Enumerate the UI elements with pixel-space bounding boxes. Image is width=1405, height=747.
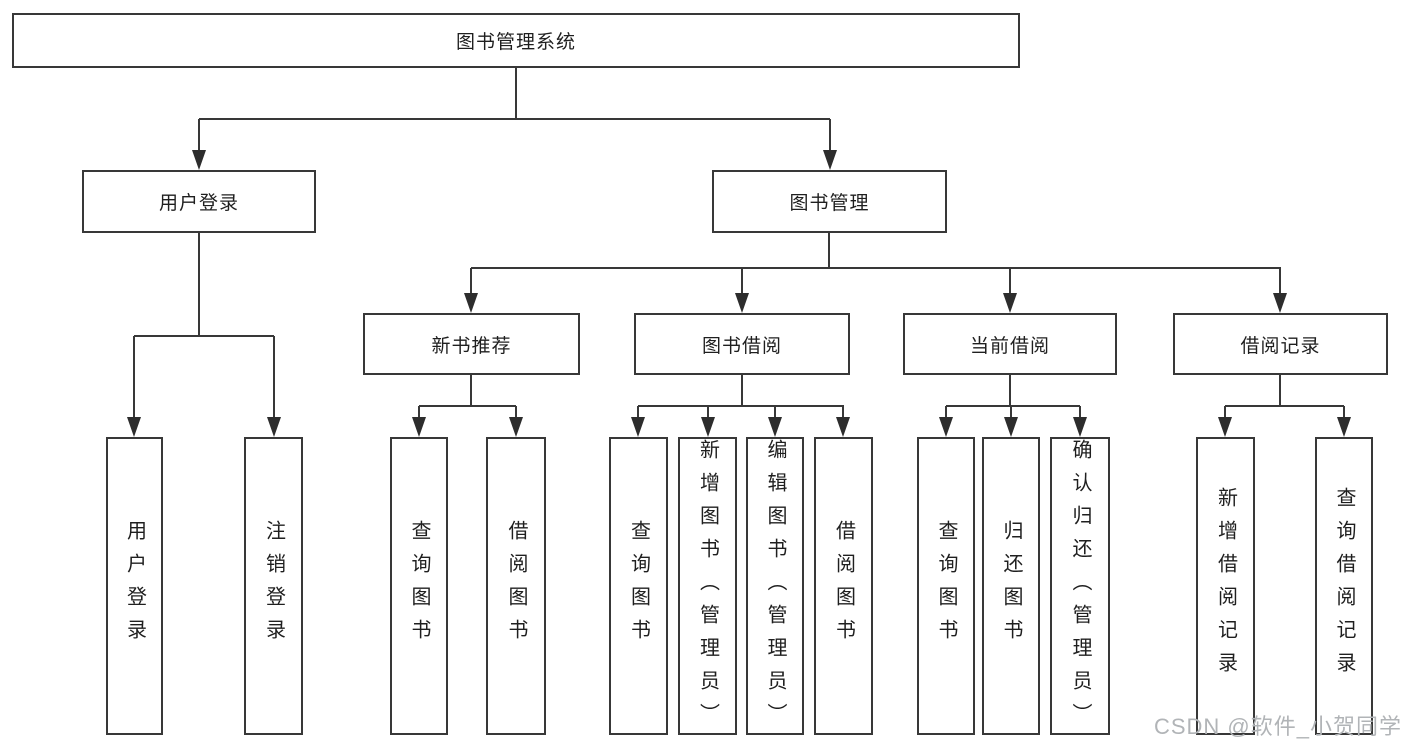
arrow-icon xyxy=(939,417,953,437)
leaf-newbook-query: 查询图书 xyxy=(390,437,448,735)
leaf-user-login-label: 用户登录 xyxy=(123,520,146,652)
leaf-newbook-query-label: 查询图书 xyxy=(408,520,430,652)
leaf-logout: 注销登录 xyxy=(244,437,303,735)
leaf-borrow-edit-admin-label: 编辑图书（管理员） xyxy=(764,439,786,736)
arrow-icon xyxy=(836,417,850,437)
edge-bookborrow-to-leaves xyxy=(637,375,844,420)
leaf-current-return: 归还图书 xyxy=(982,437,1040,735)
leaf-records-add: 新增借阅记录 xyxy=(1196,437,1255,735)
leaf-borrow-add-admin-label: 新增图书（管理员） xyxy=(696,439,719,736)
leaf-user-login: 用户登录 xyxy=(106,437,163,735)
arrow-icon xyxy=(631,417,645,437)
leaf-borrow-query-label: 查询图书 xyxy=(627,520,650,652)
edge-userlogin-to-leaves xyxy=(133,233,275,420)
node-new-book-recommend: 新书推荐 xyxy=(363,313,580,375)
leaf-newbook-borrow: 借阅图书 xyxy=(486,437,546,735)
node-user-login: 用户登录 xyxy=(82,170,316,233)
leaf-borrow-book: 借阅图书 xyxy=(814,437,873,735)
edge-root-to-level2 xyxy=(198,68,831,153)
arrow-icon xyxy=(509,417,523,437)
node-user-login-label: 用户登录 xyxy=(158,193,239,214)
arrow-icon xyxy=(735,293,749,313)
node-book-borrow: 图书借阅 xyxy=(634,313,850,375)
arrowheads xyxy=(127,150,1351,437)
edge-newbook-to-leaves xyxy=(418,375,517,420)
arrow-icon xyxy=(1004,417,1018,437)
arrow-icon xyxy=(1337,417,1351,437)
leaf-current-confirm-admin: 确认归还（管理员） xyxy=(1050,437,1110,736)
node-root-label: 图书管理系统 xyxy=(455,32,576,53)
arrow-icon xyxy=(1073,417,1087,437)
leaf-borrow-query: 查询图书 xyxy=(609,437,668,735)
edge-bookmgmt-to-level3 xyxy=(470,233,1281,296)
arrow-icon xyxy=(267,417,281,437)
arrow-icon xyxy=(701,417,715,437)
edge-currentborrow-to-leaves xyxy=(945,375,1081,420)
arrow-icon xyxy=(1218,417,1232,437)
leaf-records-add-label: 新增借阅记录 xyxy=(1214,487,1237,685)
arrow-icon xyxy=(823,150,837,170)
node-new-book-recommend-label: 新书推荐 xyxy=(431,335,512,357)
leaf-current-query-label: 查询图书 xyxy=(935,520,957,652)
node-book-borrow-label: 图书借阅 xyxy=(701,335,782,357)
leaf-borrow-add-admin: 新增图书（管理员） xyxy=(678,437,737,736)
leaf-current-confirm-admin-label: 确认归还（管理员） xyxy=(1069,439,1091,736)
edge-records-to-leaves xyxy=(1224,375,1345,420)
arrow-icon xyxy=(127,417,141,437)
csdn-watermark: CSDN @软件_小贺同学 xyxy=(1153,714,1402,739)
leaf-current-query: 查询图书 xyxy=(917,437,975,735)
leaf-records-query-label: 查询借阅记录 xyxy=(1333,487,1355,685)
node-borrow-records: 借阅记录 xyxy=(1173,313,1388,375)
node-book-management: 图书管理 xyxy=(712,170,947,233)
leaf-borrow-book-label: 借阅图书 xyxy=(832,520,855,652)
arrow-icon xyxy=(1003,293,1017,313)
node-root: 图书管理系统 xyxy=(12,13,1020,68)
node-book-management-label: 图书管理 xyxy=(789,193,870,214)
node-current-borrow-label: 当前借阅 xyxy=(969,335,1050,357)
arrow-icon xyxy=(412,417,426,437)
leaf-current-return-label: 归还图书 xyxy=(1000,520,1022,652)
arrow-icon xyxy=(192,150,206,170)
leaf-logout-label: 注销登录 xyxy=(262,520,285,652)
node-borrow-records-label: 借阅记录 xyxy=(1240,335,1321,357)
arrow-icon xyxy=(464,293,478,313)
leaf-records-query: 查询借阅记录 xyxy=(1315,437,1373,735)
arrow-icon xyxy=(1273,293,1287,313)
leaf-newbook-borrow-label: 借阅图书 xyxy=(505,520,527,652)
arrow-icon xyxy=(768,417,782,437)
leaf-borrow-edit-admin: 编辑图书（管理员） xyxy=(746,437,804,736)
node-current-borrow: 当前借阅 xyxy=(903,313,1117,375)
